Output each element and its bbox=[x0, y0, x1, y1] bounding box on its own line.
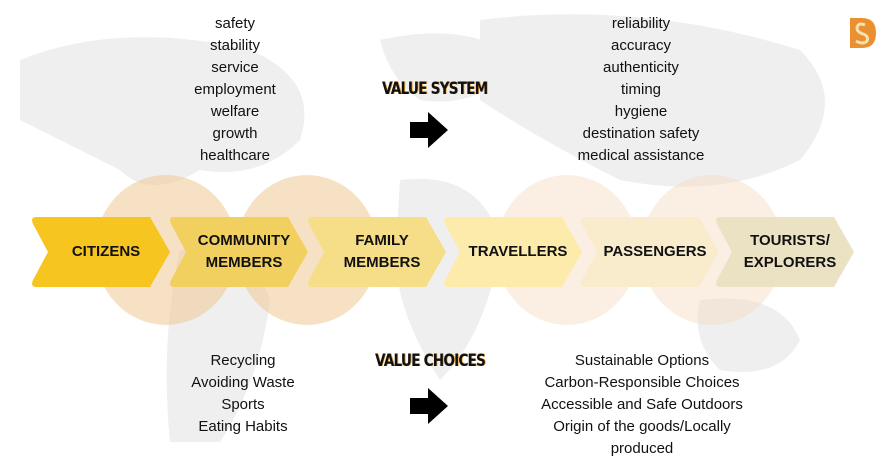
choice-item: Accessible and Safe Outdoors bbox=[541, 396, 743, 413]
choice-item: Eating Habits bbox=[198, 418, 288, 435]
value-system-heading: VALUE SYSTEM bbox=[382, 79, 488, 99]
choice-item: Carbon-Responsible Choices bbox=[544, 374, 740, 391]
stage-family-members: FAMILY MEMBERS bbox=[306, 217, 448, 287]
stage-label: PASSENGERS bbox=[603, 243, 707, 260]
stage-tourists-explorers: TOURISTS/ EXPLORERS bbox=[714, 217, 856, 287]
chevron-shape bbox=[32, 217, 170, 287]
stage-passengers: PASSENGERS bbox=[579, 217, 721, 287]
value-choices-right-list: Sustainable Options Carbon-Responsible C… bbox=[523, 350, 761, 460]
stage-travellers: TRAVELLERS bbox=[442, 217, 584, 287]
value-item: medical assistance bbox=[577, 147, 705, 164]
value-item: welfare bbox=[210, 103, 260, 120]
value-item: healthcare bbox=[199, 147, 271, 164]
choice-item: Origin of the goods/Locally produced bbox=[553, 418, 731, 457]
chevron-shape bbox=[170, 217, 308, 287]
value-item: authenticity bbox=[603, 59, 679, 76]
value-item: growth bbox=[212, 125, 258, 142]
arrow-right-icon bbox=[410, 112, 448, 148]
chevron-shape bbox=[581, 217, 719, 287]
chevron-shape bbox=[308, 217, 446, 287]
stage-label: TRAVELLERS bbox=[468, 243, 568, 260]
arrow-right-icon bbox=[410, 388, 448, 424]
value-item: stability bbox=[209, 37, 261, 54]
stage-label: CITIZENS bbox=[71, 243, 141, 260]
chevron-shape bbox=[716, 217, 854, 287]
value-system-left-list: safety stability service employment welf… bbox=[194, 13, 276, 167]
stage-citizens: CITIZENS bbox=[30, 217, 172, 287]
value-item: hygiene bbox=[614, 103, 668, 120]
value-item: accuracy bbox=[610, 37, 672, 54]
stage-label: COMMUNITY MEMBERS bbox=[197, 232, 291, 271]
value-item: safety bbox=[214, 15, 256, 32]
stage-label: TOURISTS/ EXPLORERS bbox=[743, 232, 837, 271]
value-item: service bbox=[211, 59, 259, 76]
value-item: destination safety bbox=[582, 125, 700, 142]
stage-label: FAMILY MEMBERS bbox=[343, 232, 421, 271]
value-system-right-list: reliability accuracy authenticity timing… bbox=[578, 13, 705, 167]
choice-item: Avoiding Waste bbox=[191, 374, 295, 391]
choice-item: Recycling bbox=[210, 352, 276, 369]
value-item: reliability bbox=[611, 15, 671, 32]
chevron-shape bbox=[444, 217, 582, 287]
value-item: employment bbox=[194, 81, 276, 98]
value-choices-left-list: Recycling Avoiding Waste Sports Eating H… bbox=[191, 350, 294, 438]
brand-logo-icon bbox=[850, 18, 876, 48]
choice-item: Sports bbox=[221, 396, 265, 413]
value-choices-heading: VALUE CHOICES bbox=[375, 351, 486, 371]
choice-item: Sustainable Options bbox=[574, 352, 710, 369]
stage-community-members: COMMUNITY MEMBERS bbox=[168, 217, 310, 287]
value-item: timing bbox=[620, 81, 662, 98]
